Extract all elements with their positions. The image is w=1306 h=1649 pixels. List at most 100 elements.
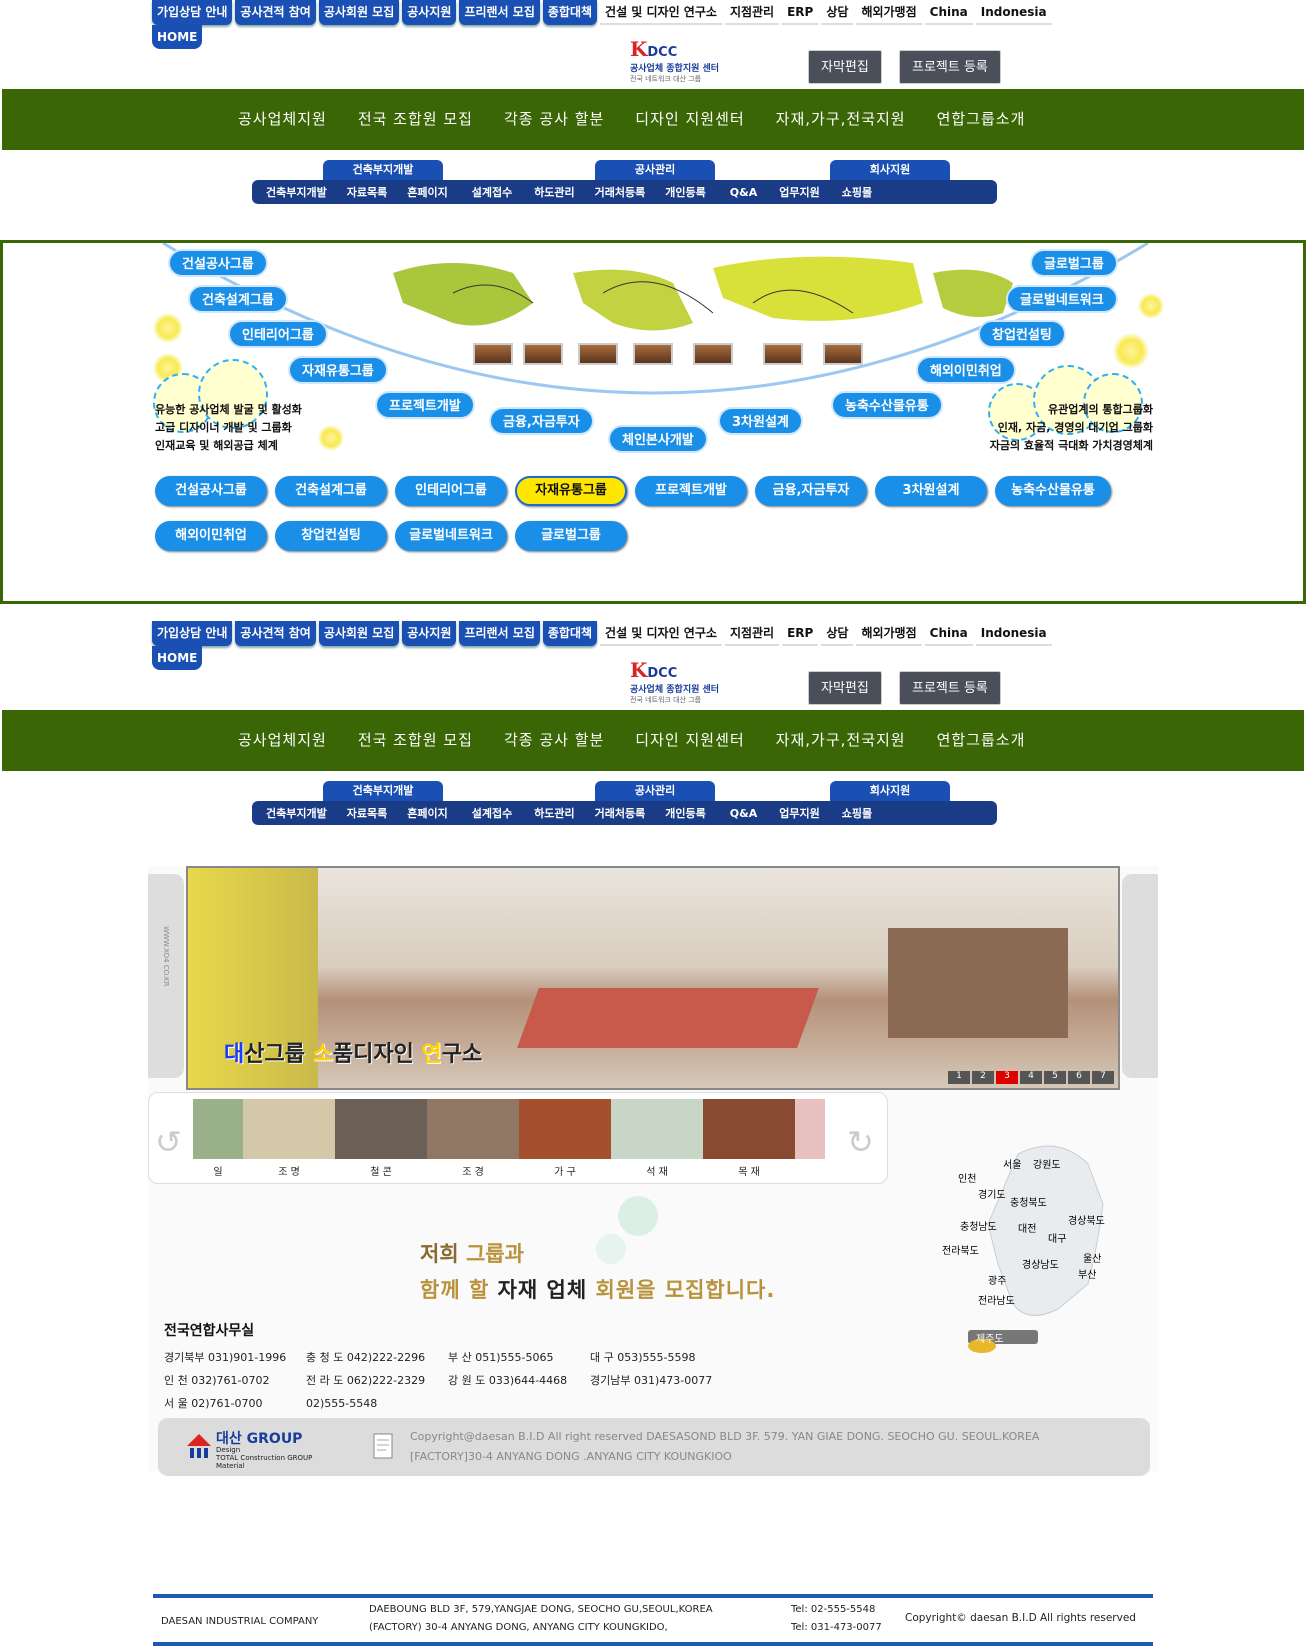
- tag-design-group[interactable]: 건축설계그룹: [188, 285, 288, 313]
- thumb-wood[interactable]: [703, 1099, 795, 1159]
- region-jeju[interactable]: 제주도: [976, 1334, 1004, 1345]
- scroll-left-icon[interactable]: ↺: [155, 1123, 182, 1161]
- sub-design-receipt[interactable]: 설계접수: [471, 807, 513, 820]
- pill-immigration[interactable]: 해외이민취업: [155, 521, 267, 551]
- nav-design-center[interactable]: 디자인 지원센터: [635, 731, 745, 749]
- region-daejeon[interactable]: 대전: [1018, 1224, 1037, 1235]
- thumb-rebar[interactable]: [335, 1099, 427, 1159]
- pill-project-dev[interactable]: 프로젝트개발: [635, 476, 747, 506]
- project-register-button[interactable]: 프로젝트 등록: [899, 50, 1001, 84]
- menu-freelancer[interactable]: 프리랜서 모집: [459, 621, 540, 646]
- region-jeonnam[interactable]: 전라남도: [978, 1296, 1015, 1307]
- tag-startup-consult[interactable]: 창업컨설팅: [978, 320, 1066, 348]
- menu-indonesia[interactable]: Indonesia: [975, 621, 1052, 646]
- nav-work-distribution[interactable]: 각종 공사 할분: [503, 731, 605, 749]
- page-2[interactable]: 2: [972, 1071, 994, 1084]
- korea-map[interactable]: 서울 강원도 인천 경기도 충청북도 경상북도 충청남도 대전 대구 전라북도 …: [938, 1134, 1158, 1354]
- sub-land-dev[interactable]: 건축부지개발: [266, 807, 327, 820]
- menu-support[interactable]: 공사지원: [402, 621, 457, 646]
- region-busan[interactable]: 부산: [1078, 1270, 1097, 1281]
- pill-global-network[interactable]: 글로벌네트워크: [395, 521, 507, 551]
- nav-union-recruit[interactable]: 전국 조합원 모집: [357, 731, 473, 749]
- page-4[interactable]: 4: [1020, 1071, 1042, 1084]
- page-1[interactable]: 1: [948, 1071, 970, 1084]
- pill-design-group[interactable]: 건축설계그룹: [275, 476, 387, 506]
- nav-material-support[interactable]: 자재,가구,전국지원: [775, 731, 906, 749]
- menu-consult[interactable]: 상담: [821, 621, 854, 646]
- nav-group-intro[interactable]: 연합그룹소개: [936, 110, 1026, 128]
- pill-material-group[interactable]: 자재유통그룹: [515, 476, 627, 506]
- sub-client-register[interactable]: 거래처등록: [594, 807, 646, 820]
- sub-data-list[interactable]: 자료목록: [346, 186, 388, 199]
- menu-join-guide[interactable]: 가입상담 안내: [152, 621, 233, 646]
- menu-total-plan[interactable]: 종합대책: [542, 0, 598, 25]
- tag-finance[interactable]: 금융,자금투자: [489, 407, 594, 435]
- menu-erp[interactable]: ERP: [782, 0, 819, 25]
- menu-member-recruit[interactable]: 공사회원 모집: [318, 621, 400, 646]
- region-gyeongbuk[interactable]: 경상북도: [1068, 1216, 1105, 1227]
- sub-client-register[interactable]: 거래처등록: [594, 186, 646, 199]
- menu-lab[interactable]: 건설 및 디자인 연구소: [600, 621, 722, 646]
- tag-project-dev[interactable]: 프로젝트개발: [375, 391, 475, 419]
- nav-material-support[interactable]: 자재,가구,전국지원: [775, 110, 906, 128]
- pill-3d-design[interactable]: 3차원설계: [875, 476, 987, 506]
- home-link[interactable]: HOME: [152, 25, 203, 49]
- scroll-right-icon[interactable]: ↻: [847, 1123, 874, 1161]
- menu-lab[interactable]: 건설 및 디자인 연구소: [600, 0, 722, 25]
- menu-member-recruit[interactable]: 공사회원 모집: [318, 0, 400, 25]
- sub-personal-register[interactable]: 개인등록: [665, 807, 706, 820]
- menu-consult[interactable]: 상담: [821, 0, 854, 25]
- kdcc-logo[interactable]: KDCC 공사업체 종합지원 센터 전국 네트워크 대산 그룹: [630, 658, 730, 706]
- region-chungbuk[interactable]: 충청북도: [1010, 1198, 1047, 1209]
- caption-edit-button[interactable]: 자막편집: [808, 671, 882, 705]
- menu-total-plan[interactable]: 종합대책: [542, 621, 598, 646]
- thumb-landscape[interactable]: [427, 1099, 519, 1159]
- pill-global-group[interactable]: 글로벌그룹: [515, 521, 627, 551]
- thumb-stone[interactable]: [611, 1099, 703, 1159]
- nav-group-intro[interactable]: 연합그룹소개: [936, 731, 1026, 749]
- sub-data-list[interactable]: 자료목록: [346, 807, 388, 820]
- thumb-furniture[interactable]: [519, 1099, 611, 1159]
- page-7[interactable]: 7: [1092, 1071, 1114, 1084]
- subtab-land-dev[interactable]: 건축부지개발: [323, 781, 443, 801]
- pill-startup-consult[interactable]: 창업컨설팅: [275, 521, 387, 551]
- region-gyeongnam[interactable]: 경상남도: [1022, 1260, 1059, 1271]
- kdcc-logo[interactable]: KDCC 공사업체 종합지원 센터 전국 네트워크 대산 그룹: [630, 37, 730, 85]
- sub-subcontract[interactable]: 하도관리: [534, 186, 575, 199]
- region-gwangju[interactable]: 광주: [988, 1276, 1007, 1287]
- region-gangwon[interactable]: 강원도: [1033, 1160, 1061, 1171]
- region-ulsan[interactable]: 울산: [1083, 1254, 1102, 1265]
- subtab-construction-mgmt[interactable]: 공사관리: [595, 781, 715, 801]
- nav-contractor-support[interactable]: 공사업체지원: [238, 110, 327, 128]
- sub-shop[interactable]: 쇼핑몰: [841, 807, 873, 820]
- tag-material-group[interactable]: 자재유통그룹: [288, 356, 388, 384]
- nav-union-recruit[interactable]: 전국 조합원 모집: [357, 110, 473, 128]
- region-daegu[interactable]: 대구: [1048, 1234, 1067, 1245]
- page-6[interactable]: 6: [1068, 1071, 1090, 1084]
- project-register-button[interactable]: 프로젝트 등록: [899, 671, 1001, 705]
- tag-agri-distribution[interactable]: 농축수산물유통: [831, 391, 943, 419]
- menu-indonesia[interactable]: Indonesia: [975, 0, 1052, 25]
- region-incheon[interactable]: 인천: [958, 1174, 977, 1185]
- pill-construction-group[interactable]: 건설공사그룹: [155, 476, 267, 506]
- page-5[interactable]: 5: [1044, 1071, 1066, 1084]
- sub-work-support[interactable]: 업무지원: [779, 807, 820, 820]
- region-seoul[interactable]: 서울: [1003, 1160, 1022, 1171]
- sub-subcontract[interactable]: 하도관리: [534, 807, 575, 820]
- menu-freelancer[interactable]: 프리랜서 모집: [459, 0, 540, 25]
- menu-quote[interactable]: 공사견적 참여: [235, 621, 316, 646]
- menu-overseas[interactable]: 해외가맹점: [856, 621, 922, 646]
- menu-quote[interactable]: 공사견적 참여: [235, 0, 316, 25]
- home-link[interactable]: HOME: [152, 646, 203, 670]
- sub-homepage[interactable]: 흔페이지: [407, 807, 448, 820]
- nav-work-distribution[interactable]: 각종 공사 할분: [503, 110, 605, 128]
- pill-interior-group[interactable]: 인테리어그룹: [395, 476, 507, 506]
- pill-finance[interactable]: 금융,자금투자: [755, 476, 867, 506]
- nav-contractor-support[interactable]: 공사업체지원: [238, 731, 327, 749]
- region-gyeonggi[interactable]: 경기도: [978, 1190, 1006, 1201]
- sub-design-receipt[interactable]: 설계접수: [471, 186, 513, 199]
- region-jeonbuk[interactable]: 전라북도: [942, 1246, 979, 1257]
- sub-shop[interactable]: 쇼핑몰: [841, 186, 873, 199]
- menu-branch[interactable]: 지점관리: [724, 621, 780, 646]
- tag-global-group[interactable]: 글로벌그룹: [1030, 249, 1118, 277]
